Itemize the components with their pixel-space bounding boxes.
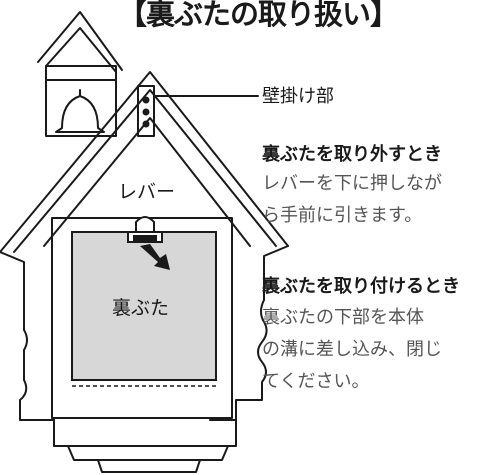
pull-arrow — [140, 244, 170, 270]
lever — [127, 216, 163, 243]
back-cover-panel — [71, 231, 217, 381]
bell — [55, 95, 105, 133]
wall-mount-bracket — [137, 85, 155, 137]
house-roof — [0, 71, 289, 253]
attach-line-3: てください。 — [262, 371, 370, 392]
wall-mount-label: 壁掛け部 — [262, 86, 334, 107]
back-cover-label: 裏ぶた — [112, 297, 170, 319]
diagram-title: 【裏ぶたの取り扱い】 — [118, 0, 399, 31]
remove-line-1: レバーを下に押しなが — [262, 173, 442, 194]
lever-label: レバー — [118, 180, 176, 205]
remove-heading: 裏ぶたを取り外すとき — [262, 144, 442, 165]
attach-heading: 裏ぶたを取り付けるとき — [262, 276, 460, 297]
remove-line-2: ら手前に引きます。 — [262, 205, 423, 226]
bell-tower — [45, 65, 117, 137]
attach-line-1: 裏ぶたの下部を本体 — [262, 307, 424, 328]
attach-line-2: の溝に差し込み、閉じ — [262, 339, 442, 360]
tower-roof — [37, 11, 123, 71]
